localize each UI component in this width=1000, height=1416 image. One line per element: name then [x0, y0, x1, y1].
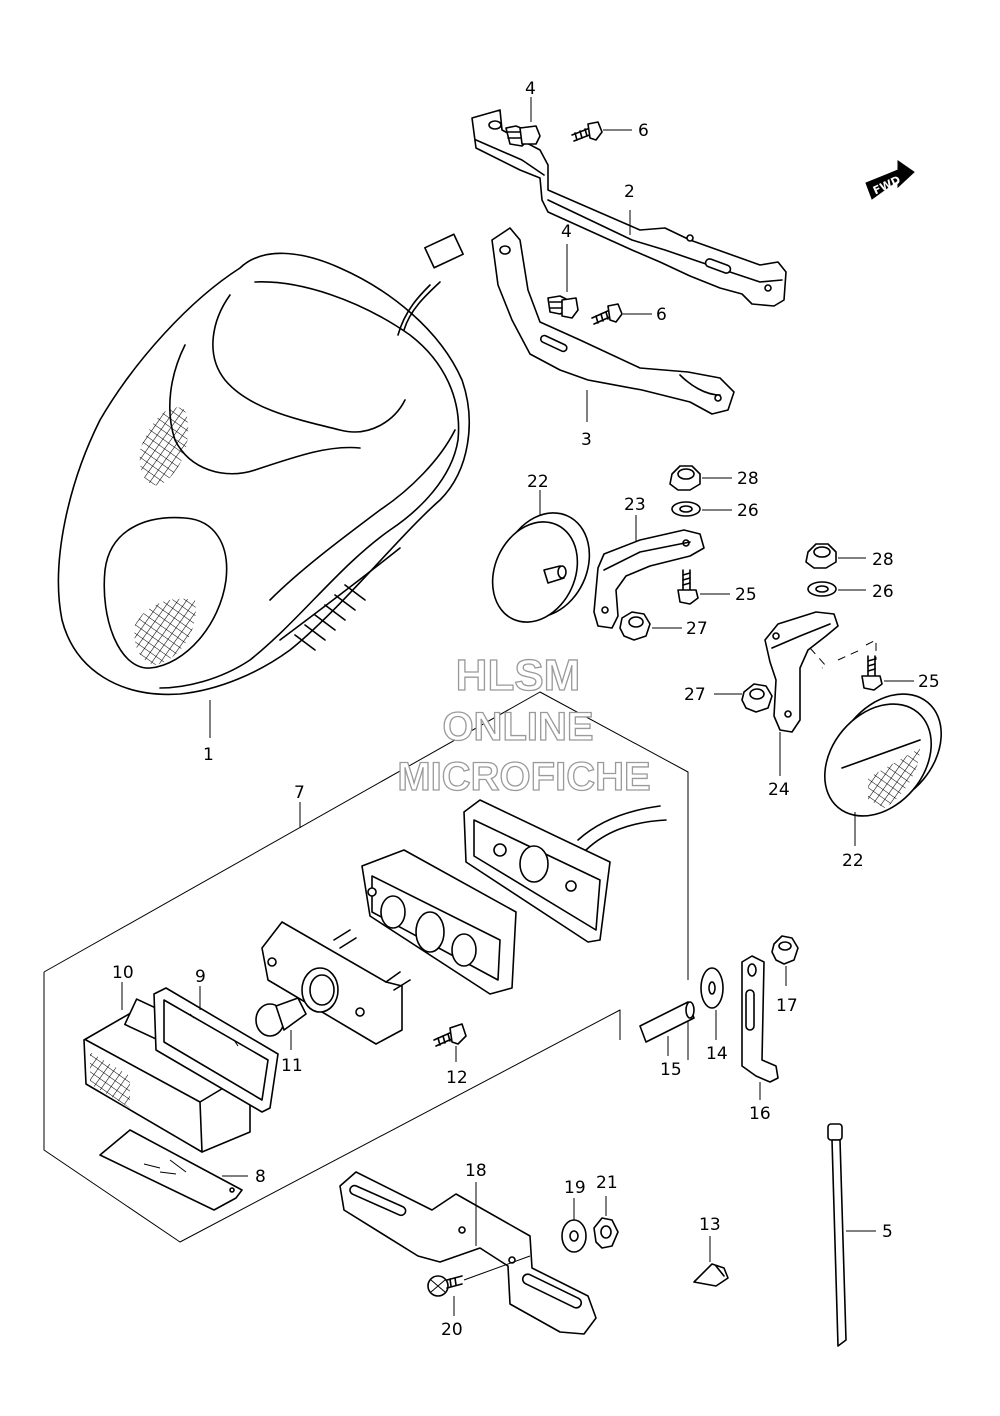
callout-26-upper: 26: [737, 501, 759, 521]
callout-1: 1: [203, 745, 214, 765]
watermark-line-3: MICROFICHE: [397, 755, 650, 799]
fwd-arrow-icon: FWD: [865, 160, 915, 200]
callout-5: 5: [882, 1222, 893, 1242]
callout-4-upper: 4: [525, 79, 536, 99]
callout-21: 21: [596, 1173, 618, 1193]
callout-16: 16: [749, 1104, 771, 1124]
callout-27-lower: 27: [684, 685, 706, 705]
socket-body-drawing: [361, 849, 517, 995]
bolt-upper-drawing: [505, 125, 541, 147]
cable-tie-drawing: [827, 1123, 847, 1347]
reflector-lower-drawing: [824, 693, 942, 817]
callout-13: 14: [706, 1044, 728, 1064]
callout-14: 15: [660, 1060, 682, 1080]
spacer-14-drawing: [639, 1001, 695, 1043]
callout-23: 23: [624, 495, 646, 515]
washer-26-lower-drawing: [807, 581, 837, 597]
callout-25-lower: 25: [918, 672, 940, 692]
callout-18: 18: [465, 1161, 487, 1181]
stay-16-drawing: [741, 955, 779, 1083]
watermark-line-2: ONLINE: [442, 705, 593, 749]
upper-bracket-drawing: [471, 109, 787, 307]
bolt-25-upper-drawing: [677, 569, 699, 605]
callout-15: 13: [699, 1215, 721, 1235]
bolt-lower-drawing: [547, 295, 579, 319]
bolt-25-lower-drawing: [861, 655, 883, 691]
washer-26-upper-drawing: [671, 501, 701, 517]
headlight-drawing: [57, 233, 470, 696]
screw-12-drawing: [433, 1023, 467, 1047]
callout-12: 12: [446, 1068, 468, 1088]
callout-20: 20: [441, 1320, 463, 1340]
screw-lower-drawing: [591, 303, 623, 325]
callout-22-upper: 22: [527, 472, 549, 492]
callout-8: 8: [255, 1167, 266, 1187]
callout-27-upper: 27: [686, 619, 708, 639]
bulb-drawing: [255, 997, 307, 1037]
callout-25-upper: 25: [735, 585, 757, 605]
rivet-15-drawing: [693, 1263, 729, 1287]
lens-plate-drawing: [99, 1129, 243, 1211]
watermark-line-1: HLSM: [456, 651, 581, 700]
nut-27-upper-drawing: [619, 611, 651, 641]
callout-28-upper: 28: [737, 469, 759, 489]
callout-2: 2: [624, 182, 635, 202]
callout-9: 9: [195, 967, 206, 987]
callout-22-lower: 22: [842, 851, 864, 871]
lower-bracket-drawing: [491, 227, 735, 415]
screw-20-drawing: [427, 1275, 463, 1297]
nut-28-upper-drawing: [669, 465, 701, 491]
leader-20-link: [463, 1255, 531, 1281]
screw-upper-drawing: [571, 121, 603, 142]
assembly-frame-7: [43, 691, 689, 1243]
callout-19: 19: [564, 1178, 586, 1198]
nut-21-drawing: [593, 1217, 619, 1249]
bulb-holder-drawing: [261, 921, 411, 1045]
callout-17: 17: [776, 996, 798, 1016]
nut-17-drawing: [771, 935, 799, 965]
callout-3: 3: [581, 430, 592, 450]
nut-28-lower-drawing: [805, 543, 837, 569]
washer-13-drawing: [700, 967, 724, 1009]
callout-7: 7: [294, 783, 305, 803]
callout-4-lower: 4: [561, 222, 572, 242]
reflector-bracket-24-drawing: [764, 611, 877, 733]
callout-11: 11: [281, 1056, 303, 1076]
reflector-upper-drawing: [491, 512, 591, 623]
housing-back-drawing: [463, 799, 667, 943]
callout-6-upper: 6: [638, 121, 649, 141]
gasket-drawing: [153, 987, 279, 1113]
callout-10: 10: [112, 963, 134, 983]
washer-19-drawing: [561, 1219, 587, 1253]
watermark: HLSM ONLINE MICROFICHE: [397, 650, 652, 799]
nut-27-lower-drawing: [741, 683, 773, 713]
callout-6-lower: 6: [656, 305, 667, 325]
callout-24: 24: [768, 780, 790, 800]
reflector-bracket-23-drawing: [593, 529, 705, 629]
callout-26-lower: 26: [872, 582, 894, 602]
license-bracket-drawing: [339, 1171, 597, 1335]
callout-28-lower: 28: [872, 550, 894, 570]
